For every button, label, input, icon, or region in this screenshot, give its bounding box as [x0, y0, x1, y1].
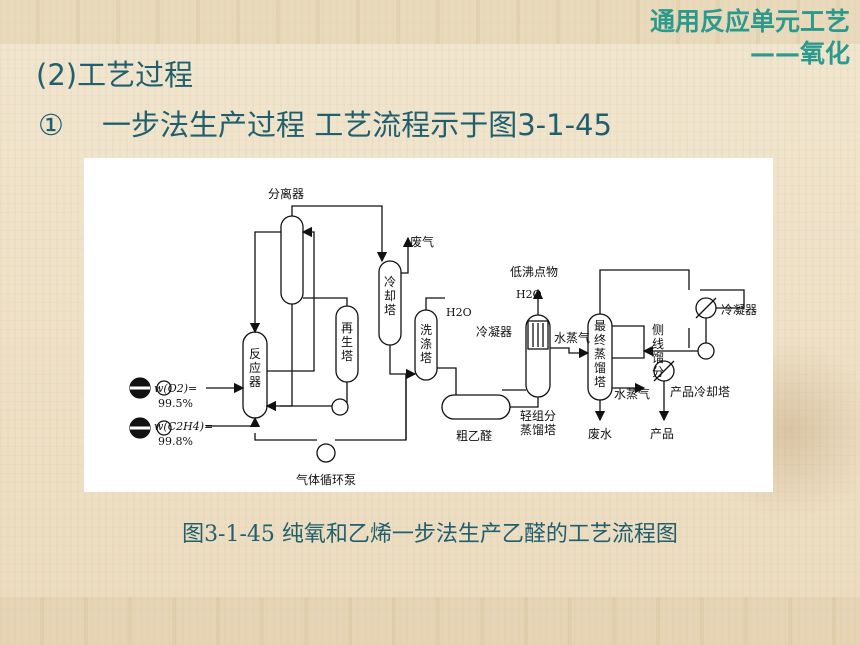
c2h4-compressor — [129, 417, 172, 439]
label-gas-pump: 气体循环泵 — [296, 472, 356, 487]
corner-title: 通用反应单元工艺 ——氧化 — [650, 6, 850, 70]
regen-pump — [331, 398, 349, 416]
step-text: 一步法生产过程 工艺流程示于图3-1-45 — [102, 108, 612, 142]
label-final-tower: 最终蒸馏塔 — [594, 319, 606, 389]
process-flow-figure: 分离器 废气 低沸点物 H2O H2O 冷凝器 水蒸气 冷凝器 水蒸气 产品冷却… — [84, 158, 773, 492]
label-regen-tower: 再生塔 — [341, 321, 353, 363]
crude-drum — [441, 394, 511, 420]
label-low-boilers: 低沸点物 — [510, 265, 558, 279]
label-condenser-mid: 冷凝器 — [476, 324, 512, 339]
label-reactor: 反应器 — [249, 347, 261, 389]
section-heading: (2)工艺过程 — [36, 58, 194, 92]
label-steam-mid: 水蒸气 — [554, 330, 590, 345]
o2-compressor — [129, 377, 172, 399]
label-condenser-right: 冷凝器 — [721, 302, 757, 317]
bottom-decorative-band — [0, 597, 860, 645]
label-steam-right: 水蒸气 — [614, 386, 650, 401]
label-waste-gas: 废气 — [410, 234, 434, 249]
label-product: 产品 — [650, 427, 674, 441]
label-cooling-tower: 冷却塔 — [384, 275, 396, 317]
right-pump — [697, 342, 715, 360]
label-side-draw: 侧线馏分 — [652, 323, 664, 379]
top-decorative-band — [0, 0, 860, 44]
label-o2: w(O2)= — [154, 382, 197, 395]
step-number: ① — [38, 108, 64, 142]
label-h2o-wash: H2O — [446, 306, 472, 319]
label-waste-water: 废水 — [588, 426, 612, 441]
label-crude: 粗乙醛 — [456, 428, 492, 443]
figure-caption: 图3-1-45 纯氧和乙烯一步法生产乙醛的工艺流程图 — [182, 522, 678, 547]
separator-vessel — [280, 215, 304, 305]
label-separator: 分离器 — [268, 186, 304, 201]
process-flow-diagram: 分离器 废气 低沸点物 H2O H2O 冷凝器 水蒸气 冷凝器 水蒸气 产品冷却… — [129, 186, 757, 487]
label-product-cooler: 产品冷却塔 — [670, 385, 730, 399]
label-c2h4: w(C2H4)= — [154, 420, 213, 433]
label-wash-tower: 洗涤塔 — [420, 323, 432, 365]
corner-title-line2: ——氧化 — [749, 39, 850, 68]
corner-title-line1: 通用反应单元工艺 — [649, 7, 850, 36]
step-line: ① 一步法生产过程 工艺流程示于图3-1-45 — [38, 102, 612, 144]
vertical-labels: 冷却塔 再生塔 反应器 洗涤塔 最终蒸馏塔 侧线馏分 轻组分蒸馏塔 — [249, 275, 664, 437]
value-c2h4: 99.8% — [158, 435, 193, 448]
label-h2o-top: H2O — [516, 288, 542, 301]
gas-circulation-pump — [316, 443, 336, 463]
label-light-tower: 轻组分蒸馏塔 — [520, 409, 556, 437]
value-o2: 99.5% — [158, 397, 193, 410]
